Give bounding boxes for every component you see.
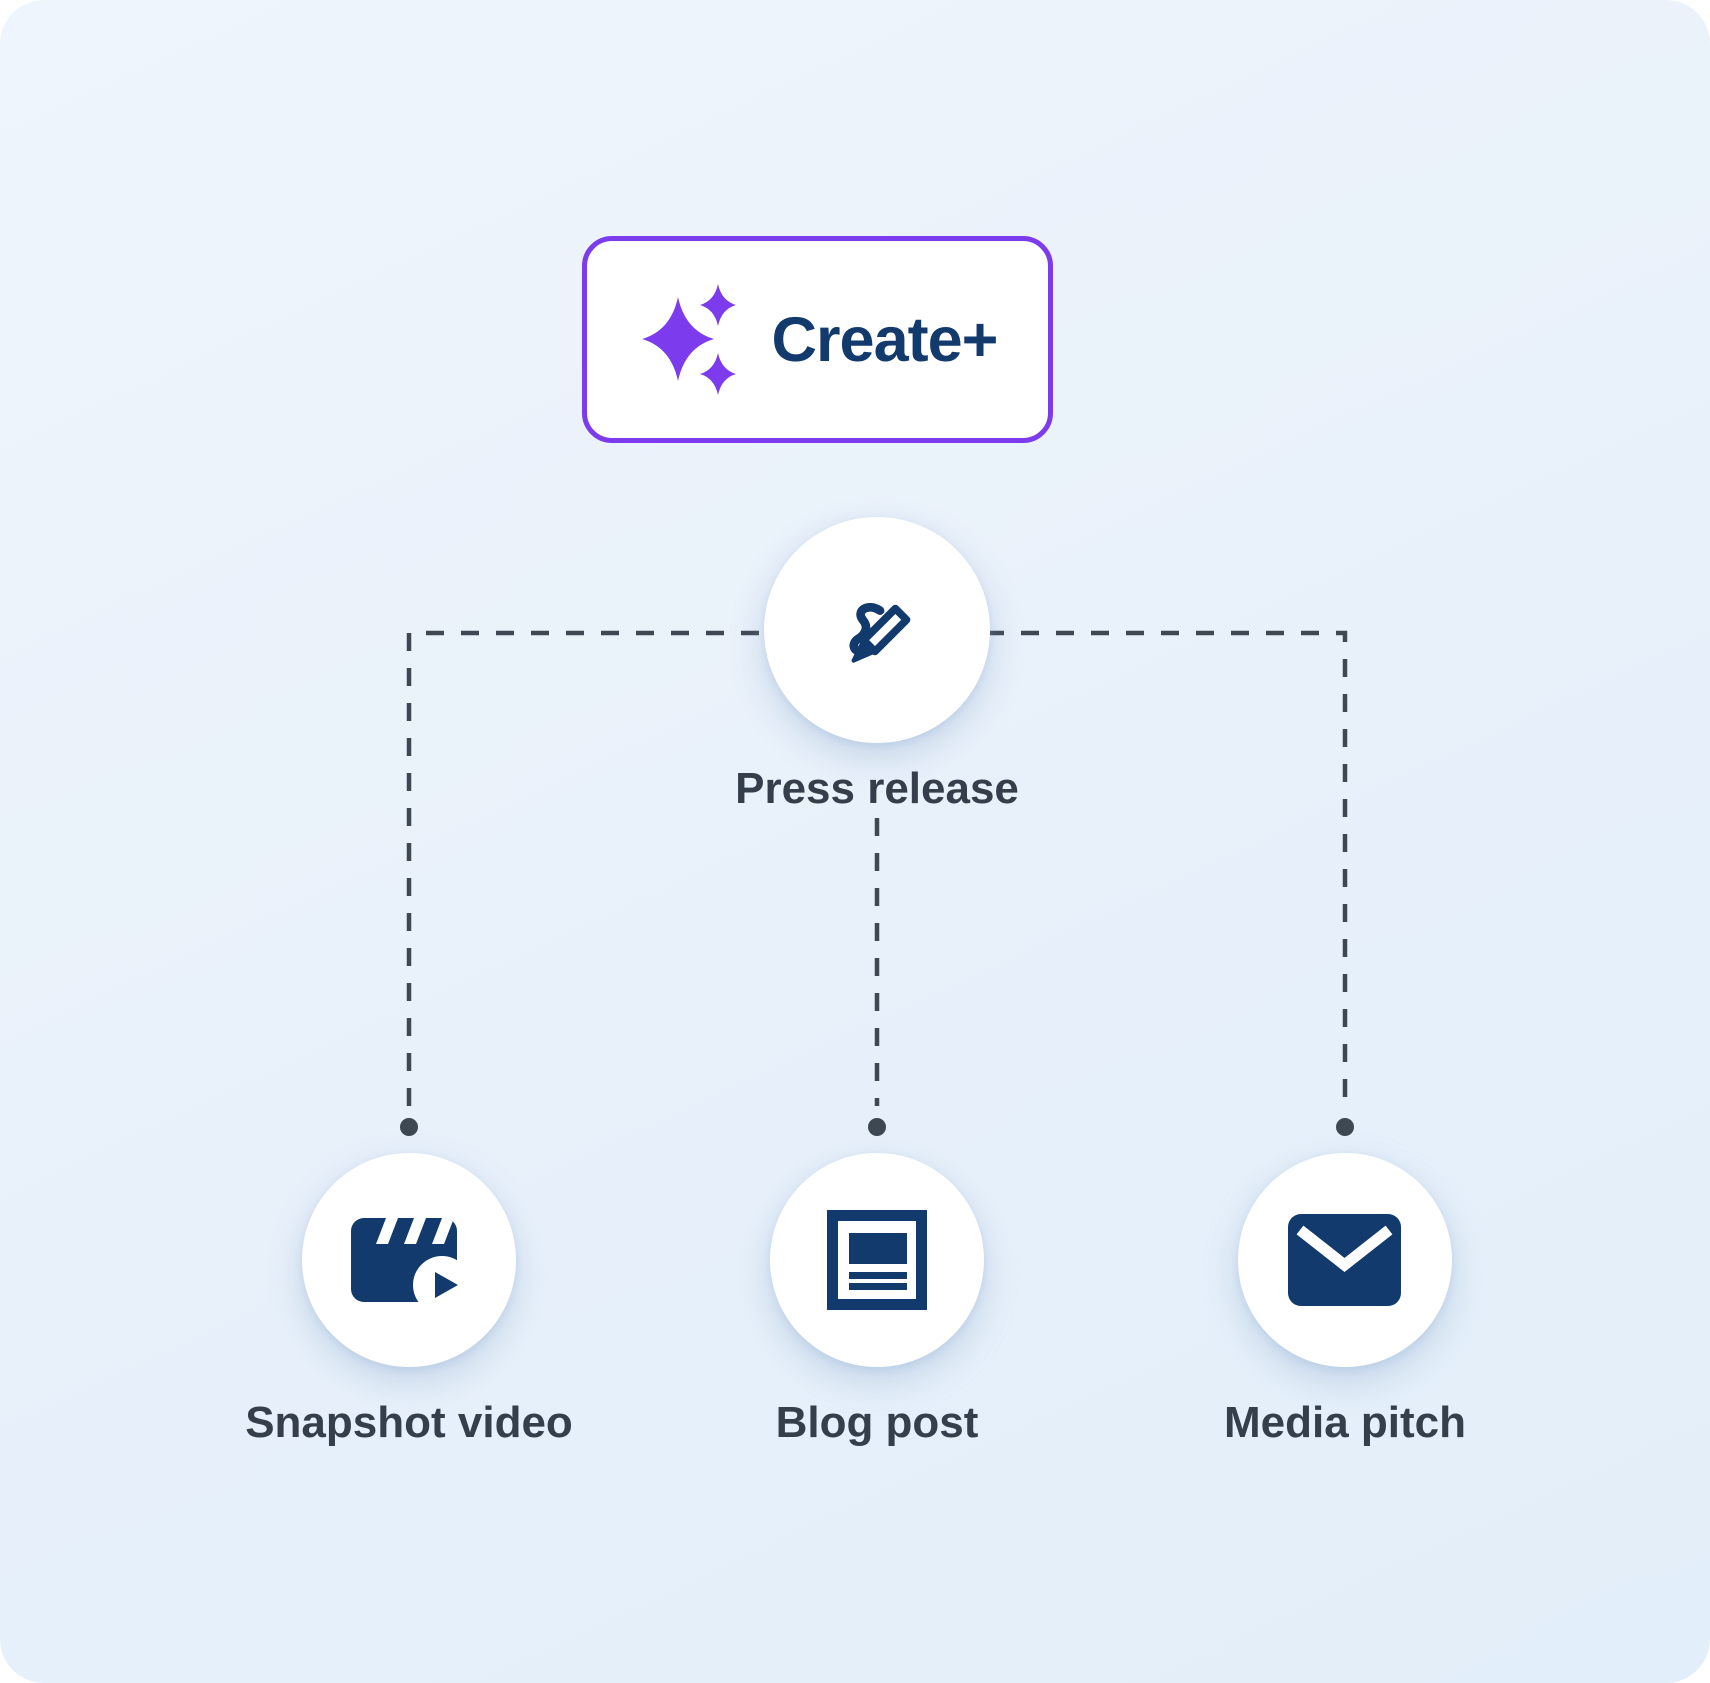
connector-branch-path	[406, 630, 1348, 1106]
create-plus-button[interactable]: Create+	[582, 236, 1053, 443]
node-press-release	[764, 517, 990, 743]
video-clapperboard-play-icon	[351, 1218, 469, 1308]
connector-dot	[1336, 1118, 1354, 1136]
blog-post-label: Blog post	[775, 1398, 979, 1447]
signature-pen-icon	[849, 603, 911, 663]
press-release-label: Press release	[735, 764, 1019, 813]
node-blog-post	[770, 1153, 984, 1367]
connector-dot	[868, 1118, 886, 1136]
create-plus-label: Create+	[771, 304, 999, 375]
connector-dot	[400, 1118, 418, 1136]
snapshot-video-label: Snapshot video	[245, 1398, 573, 1447]
envelope-icon	[1288, 1213, 1401, 1306]
sparkles-icon	[641, 283, 736, 395]
media-pitch-label: Media pitch	[1223, 1398, 1467, 1447]
node-media-pitch	[1238, 1153, 1452, 1367]
node-snapshot-video	[302, 1153, 516, 1367]
blog-article-icon	[827, 1210, 927, 1310]
